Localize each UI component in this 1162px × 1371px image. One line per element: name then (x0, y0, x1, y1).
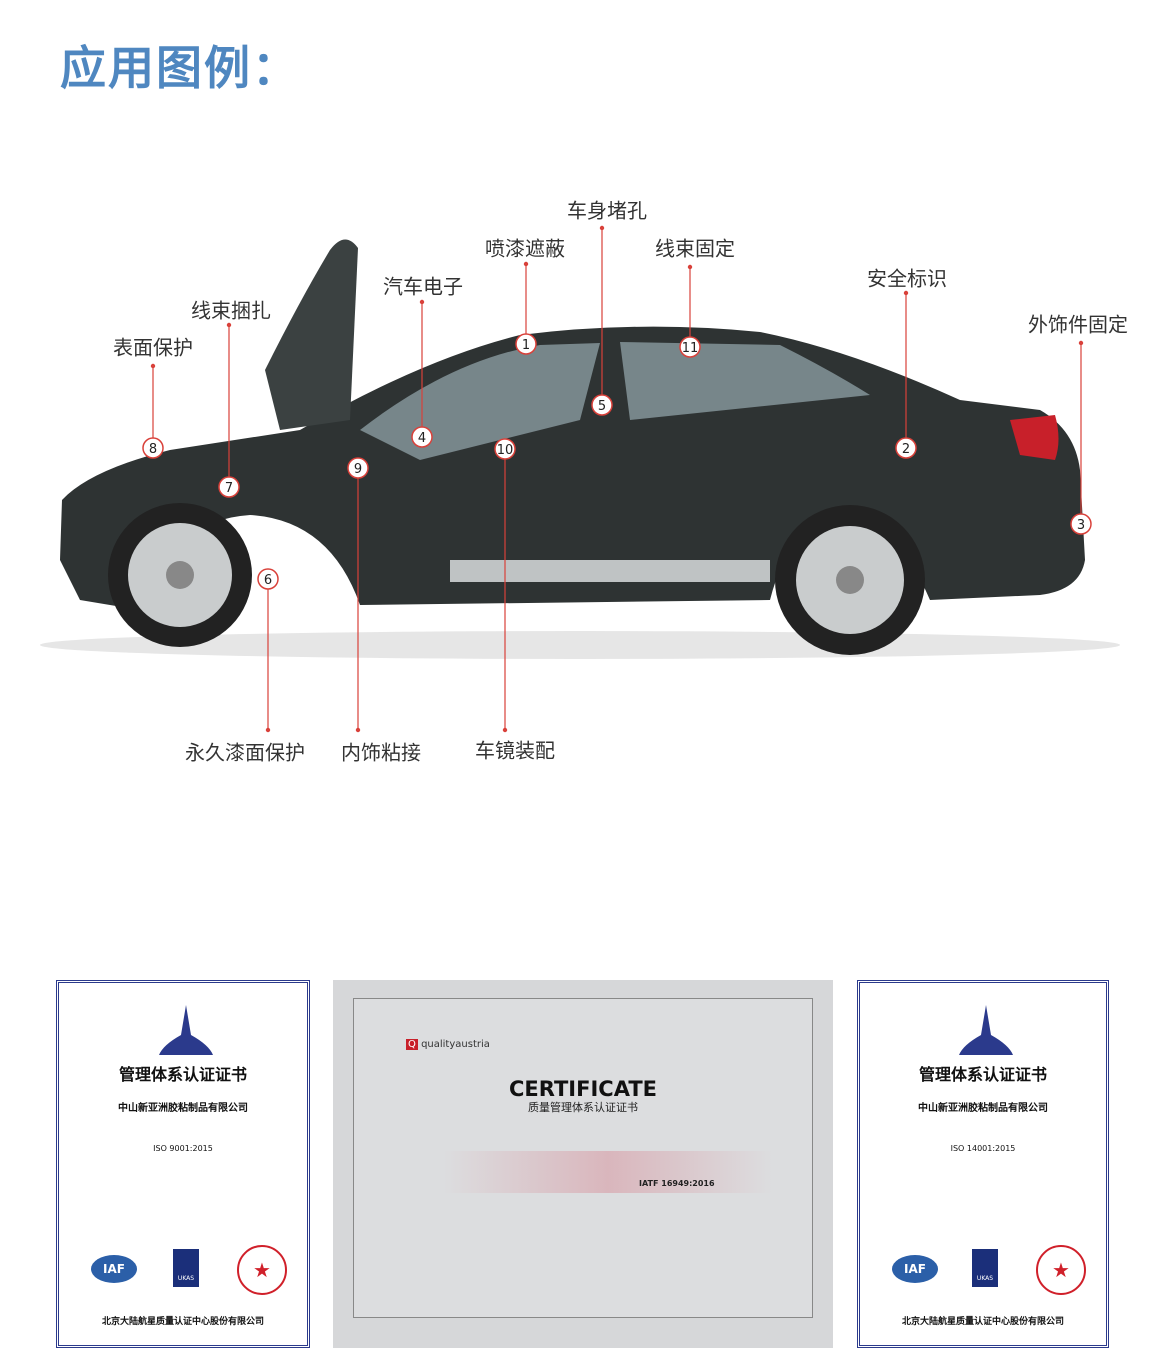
callout-marker (347, 457, 369, 479)
callout-marker (895, 437, 917, 459)
callout-marker (218, 476, 240, 498)
car-window (360, 342, 870, 460)
callout-marker (142, 437, 164, 459)
callout-number: 6 (264, 573, 272, 588)
red-seal-icon: ★ (1036, 1245, 1086, 1295)
leader-dot (1078, 340, 1084, 346)
leader-dot (265, 727, 271, 733)
iaf-logo: IAF (892, 1255, 938, 1283)
leader-dot (355, 727, 361, 733)
leader-dot (523, 261, 529, 267)
callout-label: 永久漆面保护 (185, 740, 305, 765)
callout-number: 9 (354, 462, 362, 477)
leader-dot (502, 727, 508, 733)
rear-wheel (775, 505, 925, 655)
iatf-certificate: Q qualityaustria CERTIFICATE 质量管理体系认证证书 … (333, 980, 833, 1348)
leader-dot (687, 264, 693, 270)
callout-label: 线束固定 (655, 236, 735, 261)
sill-frame (450, 560, 770, 582)
callout-marker (411, 426, 433, 448)
callout-label: 车身堵孔 (567, 198, 647, 223)
callout-label: 喷漆遮蔽 (485, 236, 565, 261)
leader-dot (226, 322, 232, 328)
callout-marker (257, 568, 279, 590)
certificate-company: 中山新亚洲胶粘制品有限公司 (118, 1103, 248, 1114)
iso9001-certificate: 管理体系认证证书 中山新亚洲胶粘制品有限公司 ISO 9001:2015 IAF… (56, 980, 310, 1348)
iaf-logo: IAF (91, 1255, 137, 1283)
certificate-title: 管理体系认证证书 (118, 1065, 247, 1084)
callout-label: 内饰粘接 (341, 740, 421, 765)
callout-label: 表面保护 (113, 335, 193, 360)
callout-number: 5 (598, 399, 606, 414)
callout-label: 汽车电子 (383, 274, 463, 299)
certificate-standard: ISO 14001:2015 (950, 1144, 1016, 1153)
callout-number: 1 (522, 338, 530, 353)
callout-marker (1070, 513, 1092, 535)
leader-dot (419, 299, 425, 305)
leader-dot (599, 225, 605, 231)
red-band (444, 1151, 772, 1193)
open-door (265, 239, 358, 430)
q-logo-icon: Q (406, 1039, 418, 1050)
callout-label: 车镜装配 (475, 738, 555, 763)
red-seal-icon: ★ (237, 1245, 287, 1295)
car-diagram: 1 2 3 4 5 6 7 8 9 10 11 (40, 225, 1120, 733)
callout-marker (679, 336, 701, 358)
callout-label: 安全标识 (867, 266, 947, 291)
callout-label: 线束捆扎 (191, 298, 271, 323)
callout-marker (515, 333, 537, 355)
certificate-issuer: 北京大陆航星质量认证中心股份有限公司 (101, 1317, 264, 1327)
certificate-issuer: 北京大陆航星质量认证中心股份有限公司 (901, 1317, 1064, 1327)
front-wheel (108, 503, 252, 647)
callout-number: 10 (497, 443, 514, 458)
callout-number: 3 (1077, 518, 1085, 533)
certificate-standard: ISO 9001:2015 (153, 1144, 213, 1153)
certificate-title: CERTIFICATE (509, 1077, 657, 1101)
callout-number: 4 (418, 431, 426, 446)
callout-number: 8 (149, 442, 157, 457)
callout-marker (494, 438, 516, 460)
tail-light (1010, 415, 1059, 460)
leader-dot (903, 290, 909, 296)
certificate-standard: IATF 16949:2016 (639, 1179, 715, 1188)
callout-number: 11 (682, 341, 699, 356)
callout-label: 外饰件固定 (1028, 312, 1128, 337)
callout-number: 2 (902, 442, 910, 457)
iso14001-certificate: 管理体系认证证书 中山新亚洲胶粘制品有限公司 ISO 14001:2015 IA… (857, 980, 1109, 1348)
page-title: 应用图例： (60, 41, 300, 95)
callout-number: 7 (225, 481, 233, 496)
cnas-tower-logo (159, 1005, 213, 1055)
callout-marker (591, 394, 613, 416)
leader-dot (150, 363, 156, 369)
ukas-logo: UKAS (972, 1249, 998, 1287)
certificate-subtitle: 质量管理体系认证证书 (528, 1101, 638, 1114)
certificate-company: 中山新亚洲胶粘制品有限公司 (918, 1103, 1048, 1114)
cnas-tower-logo (959, 1005, 1013, 1055)
ukas-logo: UKAS (173, 1249, 199, 1287)
certificate-title: 管理体系认证证书 (918, 1065, 1047, 1084)
qualityaustria-logo: Q qualityaustria (406, 1039, 490, 1050)
